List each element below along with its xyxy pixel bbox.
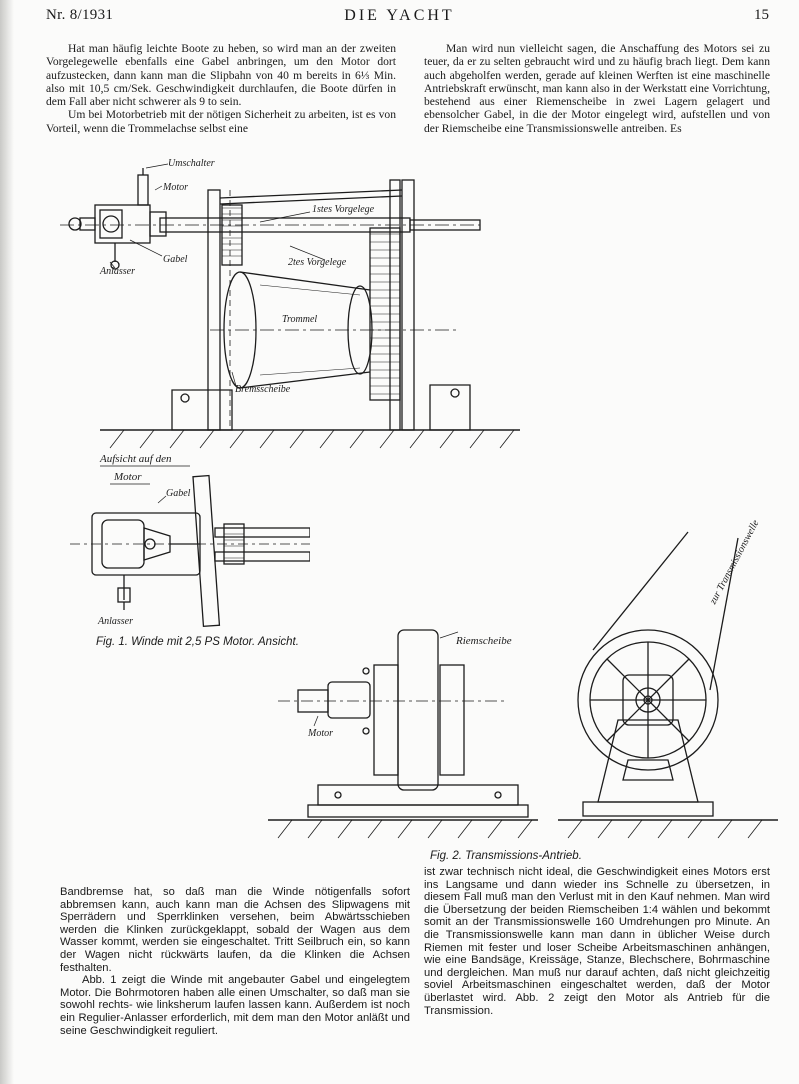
journal-title: DIE YACHT	[344, 7, 455, 24]
figure-1-caption: Fig. 1. Winde mit 2,5 PS Motor. Ansicht.	[96, 636, 299, 648]
figure-2-caption: Fig. 2. Transmissions-Antrieb.	[430, 850, 582, 862]
label-bremsscheibe: Bremsscheibe	[235, 384, 291, 395]
page-number: 15	[754, 7, 769, 23]
label-umschalter: Umschalter	[168, 158, 215, 169]
aufsicht-label-anlasser: Anlasser	[97, 616, 133, 627]
aufsicht-title-motor: Motor	[113, 471, 142, 483]
label-anlasser: Anlasser	[99, 266, 135, 277]
figure-1-winch-drawing: Umschalter Motor Gabel Anlasser 1stes Vo…	[60, 158, 520, 449]
label-trommel: Trommel	[282, 314, 317, 325]
page-header: Nr. 8/1931 DIE YACHT 15	[0, 7, 799, 29]
label-riemscheibe: Riemscheibe	[455, 635, 512, 647]
text-column-top-left: Hat man häufig leichte Boote zu heben, s…	[46, 42, 396, 135]
figure-2-transmission-drawing: Riemscheibe Motor zur Transmissionswelle	[268, 520, 778, 839]
label-vorgelege-2: 2tes Vorgelege	[288, 257, 347, 268]
figure-1-motor-plan-view: Aufsicht auf den Motor Gabel Anlasser	[70, 453, 310, 628]
paragraph: Bandbremse hat, so daß man die Winde nöt…	[60, 886, 410, 974]
aufsicht-title: Aufsicht auf den	[99, 453, 172, 465]
text-column-bottom-right: ist zwar technisch nicht ideal, die Gesc…	[424, 866, 770, 1017]
label-transmissionswelle: zur Transmissionswelle	[707, 520, 761, 607]
label-motor: Motor	[162, 182, 188, 193]
binding-shadow	[0, 0, 14, 1084]
label-vorgelege-1: 1stes Vorgelege	[312, 204, 375, 215]
text-column-bottom-left: Bandbremse hat, so daß man die Winde nöt…	[60, 886, 410, 1037]
paragraph: Abb. 1 zeigt die Winde mit angebauter Ga…	[60, 974, 410, 1037]
paragraph: ist zwar technisch nicht ideal, die Gesc…	[424, 866, 770, 1017]
text-column-top-right: Man wird nun vielleicht sagen, die Ansch…	[424, 42, 770, 135]
paragraph: Um bei Motorbetrieb mit der nötigen Sich…	[46, 108, 396, 135]
paragraph: Hat man häufig leichte Boote zu heben, s…	[46, 42, 396, 109]
paragraph: Man wird nun vielleicht sagen, die Ansch…	[424, 42, 770, 135]
aufsicht-label-gabel: Gabel	[166, 488, 191, 499]
label-motor-fig2: Motor	[307, 728, 333, 739]
label-gabel: Gabel	[163, 254, 188, 265]
issue-number: Nr. 8/1931	[46, 7, 114, 23]
